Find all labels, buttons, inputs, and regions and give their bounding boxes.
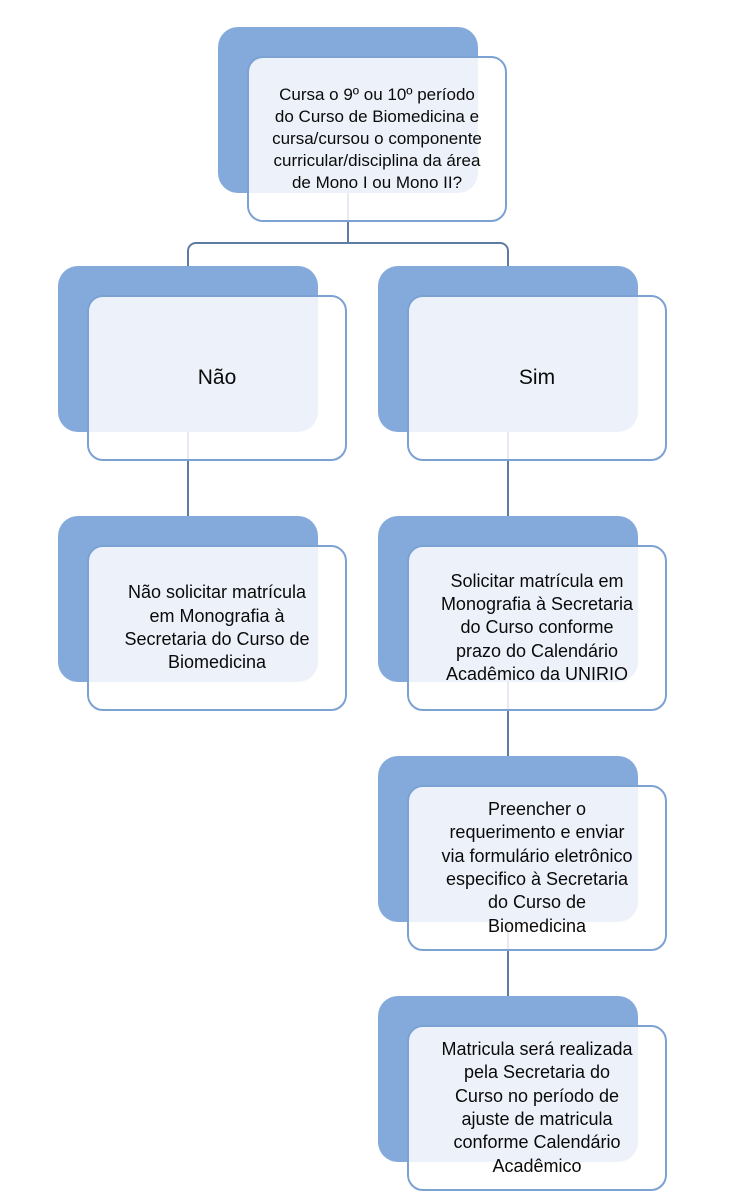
connector-yes-to-step1: [507, 424, 509, 520]
node-card: Não: [87, 295, 347, 461]
flowchart-node-yes-step3: Matricula será realizada pela Secretaria…: [378, 996, 667, 1191]
flowchart-node-start: Cursa o 9º ou 10º período do Curso de Bi…: [218, 27, 507, 222]
node-card: Matricula será realizada pela Secretaria…: [407, 1025, 667, 1191]
flowchart-node-yes-step1: Solicitar matrícula em Monografia à Secr…: [378, 516, 667, 711]
flowchart-node-yes-step2: Preencher o requerimento e enviar via fo…: [378, 756, 667, 951]
connector-step1-to-step2: [507, 674, 509, 760]
node-text: Cursa o 9º ou 10º período do Curso de Bi…: [272, 84, 482, 193]
connector-no-to-action: [187, 424, 189, 520]
flowchart-node-no-action: Não solicitar matrícula em Monografia à …: [58, 516, 347, 711]
connector-step2-to-step3: [507, 914, 509, 1000]
node-text: Não: [197, 366, 237, 390]
node-text: Solicitar matrícula em Monografia à Secr…: [440, 570, 634, 685]
flowchart-node-yes: Sim: [378, 266, 667, 461]
node-card: Cursa o 9º ou 10º período do Curso de Bi…: [247, 56, 507, 222]
node-card: Sim: [407, 295, 667, 461]
node-text: Sim: [518, 366, 556, 390]
node-text: Preencher o requerimento e enviar via fo…: [441, 798, 633, 936]
connector-branch-split: [187, 242, 509, 270]
flowchart-node-no: Não: [58, 266, 347, 461]
node-card: Solicitar matrícula em Monografia à Secr…: [407, 545, 667, 711]
node-text: Não solicitar matrícula em Monografia à …: [124, 582, 310, 673]
node-card: Não solicitar matrícula em Monografia à …: [87, 545, 347, 711]
node-card: Preencher o requerimento e enviar via fo…: [407, 785, 667, 951]
node-text: Matricula será realizada pela Secretaria…: [441, 1038, 633, 1176]
